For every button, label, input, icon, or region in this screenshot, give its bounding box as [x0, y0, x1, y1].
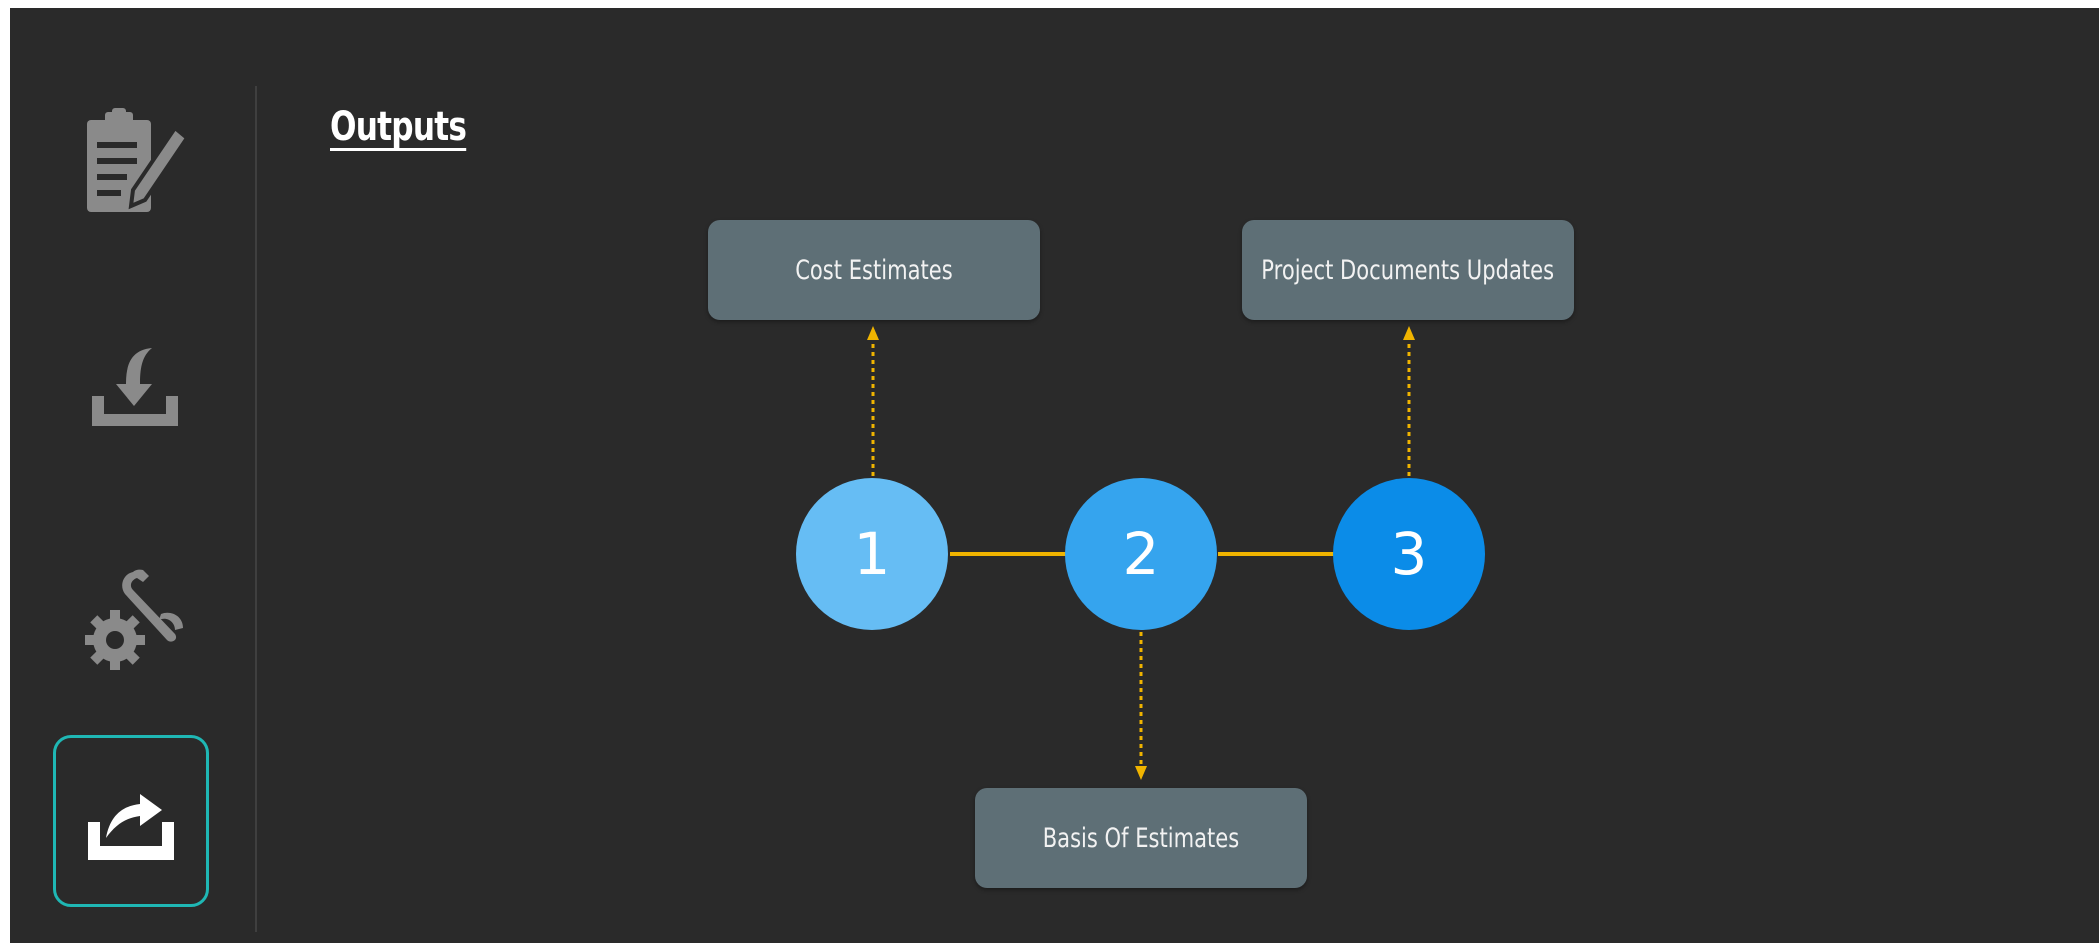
sidebar-item-planning[interactable] — [72, 103, 198, 229]
clipboard-edit-icon — [87, 108, 190, 212]
page-title: Outputs — [330, 104, 467, 150]
arrowhead-basis — [1135, 766, 1147, 780]
wrench-gear-icon — [85, 569, 183, 670]
step-number: 1 — [853, 520, 891, 588]
step-number: 3 — [1390, 520, 1428, 588]
sidebar-item-tools[interactable] — [72, 553, 198, 679]
arrowhead-cost-estimates — [867, 326, 879, 340]
step-node-1: 1 — [796, 478, 948, 630]
output-label: Project Documents Updates — [1261, 254, 1555, 286]
output-label: Cost Estimates — [795, 254, 953, 286]
arrowhead-project-docs — [1403, 326, 1415, 340]
slide-canvas: Outputs Cost Estimates Basis Of Estimate… — [10, 8, 2099, 943]
output-box-cost-estimates: Cost Estimates — [708, 220, 1040, 320]
sidebar-item-inputs[interactable] — [72, 326, 198, 452]
step-node-3: 3 — [1333, 478, 1485, 630]
download-tray-icon — [92, 348, 178, 426]
sidebar-divider — [255, 86, 257, 932]
upload-tray-icon — [88, 794, 174, 860]
output-box-basis-of-estimates: Basis Of Estimates — [975, 788, 1307, 888]
step-number: 2 — [1122, 520, 1160, 588]
sidebar-item-outputs[interactable] — [53, 735, 209, 907]
output-box-project-documents-updates: Project Documents Updates — [1242, 220, 1574, 320]
step-node-2: 2 — [1065, 478, 1217, 630]
process-diagram — [867, 326, 1415, 780]
output-label: Basis Of Estimates — [1042, 822, 1240, 854]
